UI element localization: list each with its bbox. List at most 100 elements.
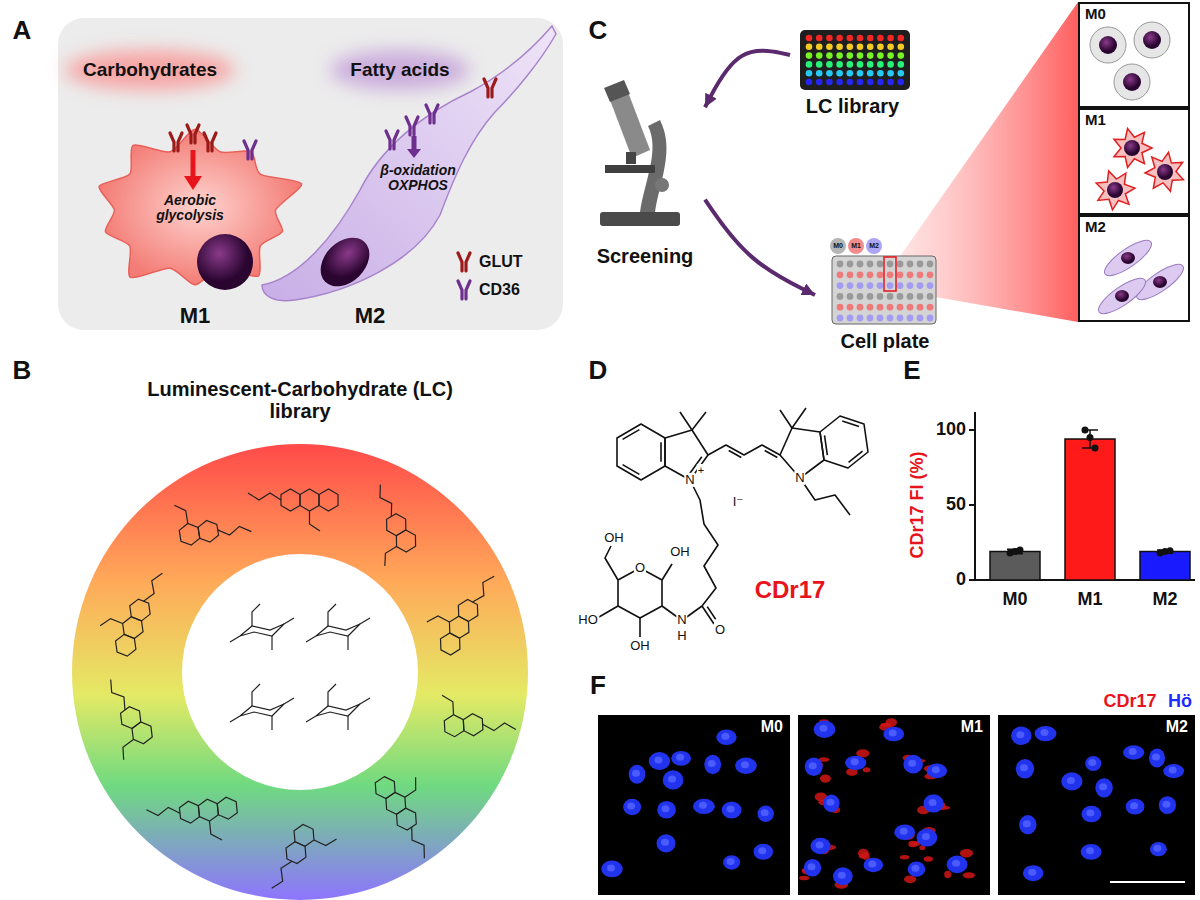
node-text: Cell plate bbox=[841, 330, 930, 352]
drawing-part bbox=[328, 604, 336, 626]
drawing-part bbox=[605, 546, 618, 580]
flow-arrow bbox=[705, 51, 790, 107]
drawing-part bbox=[197, 519, 219, 544]
micrographs bbox=[598, 715, 1195, 895]
well bbox=[917, 293, 924, 300]
stained-nucleus bbox=[1126, 799, 1145, 815]
bar bbox=[1140, 552, 1190, 581]
well bbox=[887, 282, 894, 289]
stained-nucleus bbox=[826, 799, 834, 806]
drawing-part bbox=[360, 618, 370, 624]
tick bbox=[969, 579, 975, 581]
bar bbox=[1065, 439, 1115, 580]
drawing-part bbox=[252, 604, 260, 626]
drawing-part bbox=[80, 677, 157, 760]
well bbox=[806, 61, 813, 68]
drawing-part bbox=[347, 636, 348, 650]
stained-nucleus bbox=[908, 760, 916, 767]
well bbox=[917, 282, 924, 289]
microscope-icon bbox=[600, 80, 680, 226]
well bbox=[837, 282, 844, 289]
well bbox=[877, 79, 884, 86]
stained-nucleus bbox=[1153, 845, 1161, 852]
stained-nucleus bbox=[1150, 842, 1167, 856]
tick bbox=[969, 504, 975, 506]
stained-nucleus bbox=[654, 757, 662, 764]
well bbox=[836, 70, 843, 77]
stained-nucleus bbox=[1085, 756, 1101, 771]
drawing-part bbox=[360, 698, 370, 704]
stained-nucleus bbox=[741, 761, 749, 768]
receptor-symbol bbox=[458, 253, 470, 271]
tick bbox=[969, 429, 975, 431]
well bbox=[816, 79, 823, 86]
well bbox=[877, 293, 884, 300]
well bbox=[847, 35, 854, 42]
well bbox=[927, 271, 934, 278]
well bbox=[887, 315, 894, 322]
legend-entry: CD36 bbox=[455, 276, 523, 304]
glow bbox=[330, 50, 470, 90]
drawing-part bbox=[230, 684, 294, 730]
drawing-part bbox=[427, 613, 450, 632]
well bbox=[877, 52, 884, 59]
stained-nucleus bbox=[699, 802, 707, 809]
drawing-part bbox=[605, 165, 655, 173]
well bbox=[826, 52, 833, 59]
probe-signal bbox=[820, 774, 831, 782]
well bbox=[857, 70, 864, 77]
stained-nucleus bbox=[816, 841, 824, 848]
well bbox=[877, 70, 884, 77]
drawing-part bbox=[230, 604, 294, 650]
stained-nucleus bbox=[1019, 815, 1036, 834]
well bbox=[907, 293, 914, 300]
stained-nucleus bbox=[607, 864, 615, 871]
stained-nucleus bbox=[1016, 759, 1034, 778]
well bbox=[877, 271, 884, 278]
receptor-symbol bbox=[426, 105, 438, 123]
node-text: M0 bbox=[1085, 6, 1106, 23]
well bbox=[826, 61, 833, 68]
atom-label: N bbox=[794, 471, 805, 485]
panel-letter: B bbox=[13, 356, 32, 385]
channel-label: CDr17 bbox=[1103, 692, 1156, 712]
atom-label: OH bbox=[629, 639, 651, 653]
nucleus bbox=[311, 228, 379, 296]
stained-nucleus bbox=[823, 795, 839, 813]
category-label: M1 bbox=[1077, 590, 1102, 610]
m2-cell bbox=[1094, 273, 1150, 320]
stained-nucleus bbox=[727, 858, 735, 865]
stained-nucleus bbox=[721, 733, 729, 740]
micrograph-ground bbox=[798, 715, 990, 895]
receptor-symbol bbox=[187, 125, 199, 143]
screening-step: Screening bbox=[585, 85, 705, 270]
drawing-part bbox=[230, 636, 240, 642]
well bbox=[867, 44, 874, 51]
well bbox=[898, 44, 905, 51]
drawing-part bbox=[660, 442, 662, 462]
stained-nucleus bbox=[704, 755, 721, 775]
drawing-part bbox=[282, 839, 310, 866]
m0-cell bbox=[1114, 64, 1150, 100]
stained-nucleus bbox=[1095, 778, 1113, 797]
receptor-symbol bbox=[458, 281, 470, 299]
stained-nucleus bbox=[833, 867, 853, 885]
stained-nucleus bbox=[1011, 726, 1032, 745]
well bbox=[877, 304, 884, 311]
stained-nucleus bbox=[807, 863, 815, 870]
inset-ground bbox=[1078, 108, 1190, 215]
well bbox=[806, 70, 813, 77]
well bbox=[826, 44, 833, 51]
drawing-part bbox=[300, 489, 319, 511]
nucleus bbox=[197, 234, 253, 290]
stained-nucleus bbox=[1041, 729, 1049, 736]
data-point bbox=[1167, 547, 1174, 554]
stained-nucleus bbox=[723, 855, 740, 869]
drawing-part bbox=[240, 624, 284, 636]
drawing-part bbox=[765, 451, 778, 458]
nutrient-label: Fatty acids bbox=[350, 60, 449, 81]
well bbox=[917, 304, 924, 311]
drawing-part bbox=[800, 478, 850, 515]
drawing-part bbox=[281, 489, 300, 511]
atom-label: OH bbox=[603, 531, 625, 545]
